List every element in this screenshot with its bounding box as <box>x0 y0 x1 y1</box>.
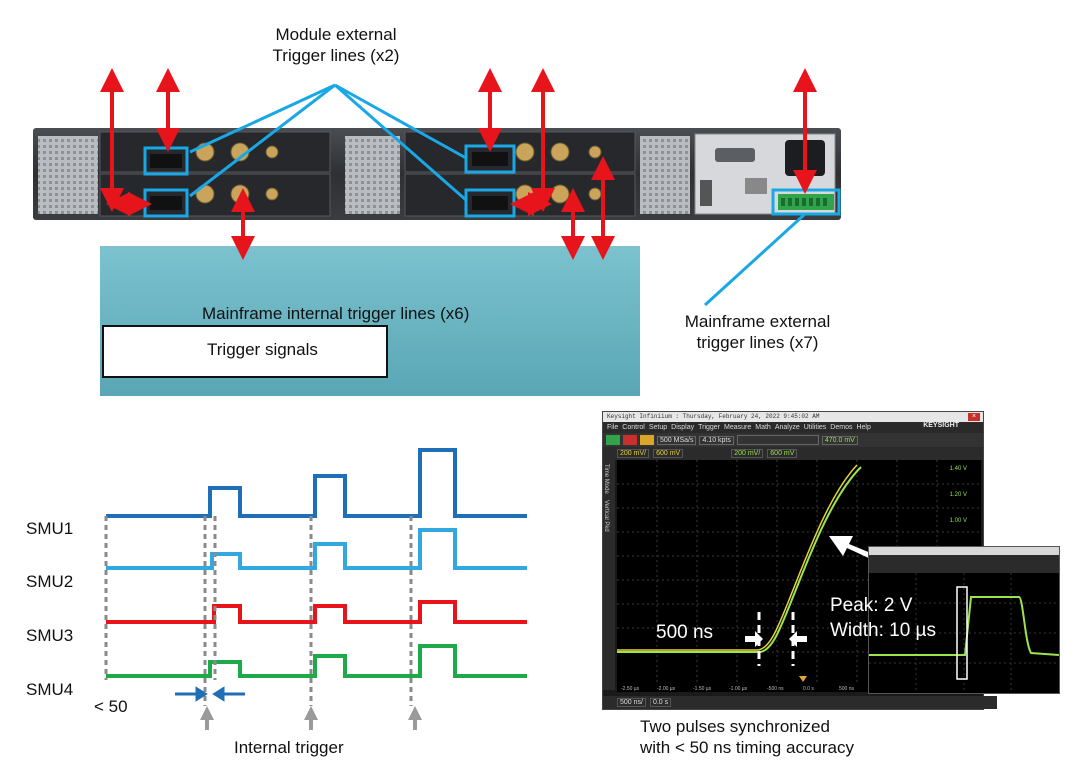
scope-toolbar: 500 MSa/s 4.10 kpts 470.0 mV <box>603 433 983 447</box>
signal-label-smu3: SMU3 <box>26 626 74 645</box>
run-button[interactable] <box>606 435 620 445</box>
scope-title: Keysight Infiniium : Thursday, February … <box>607 413 820 420</box>
delay-label: < 50 <box>94 697 128 716</box>
xtick: 0.0 s <box>803 686 814 692</box>
menu-math[interactable]: Math <box>755 424 771 431</box>
annotation-width: Width: 10 µs <box>830 620 936 641</box>
menu-utilities[interactable]: Utilities <box>803 424 827 431</box>
external-label-line1: Mainframe external <box>684 312 831 331</box>
menu-help[interactable]: Help <box>856 424 871 431</box>
smu3-waveform <box>106 600 527 624</box>
smu1-waveform <box>106 448 527 518</box>
xtick: 500 ns <box>839 686 855 692</box>
menu-trigger[interactable]: Trigger <box>698 424 721 431</box>
menu-measure[interactable]: Measure <box>724 424 752 431</box>
menu-display[interactable]: Display <box>671 424 695 431</box>
trace-ch1 <box>617 464 858 651</box>
smu4-waveform <box>106 644 527 678</box>
ytick-1: 1.40 V <box>950 466 967 472</box>
menu-control[interactable]: Control <box>622 424 645 431</box>
signal-label-smu2: SMU2 <box>26 572 74 591</box>
menu-demos[interactable]: Demos <box>830 424 853 431</box>
trigger-marker <box>200 706 214 730</box>
legend-label: Trigger signals <box>207 340 318 359</box>
module-label-line1: Module external <box>275 25 397 44</box>
xtick: -2.00 µs <box>657 686 676 692</box>
scope-inset <box>868 546 1060 694</box>
ytick-2: 1.20 V <box>950 492 967 498</box>
side-tabs: Time Mode Vertical Pkd <box>603 460 615 690</box>
trigger-marker <box>408 706 422 730</box>
xtick: -500 ns <box>767 686 784 692</box>
ch1-scale[interactable]: 200 mV/ <box>617 449 650 458</box>
signal-label-smu4: SMU4 <box>26 680 74 699</box>
callout-line <box>334 83 467 202</box>
xtick: -1.00 µs <box>729 686 748 692</box>
ch2-offset[interactable]: 600 mV <box>767 449 798 458</box>
annotation-500ns: 500 ns <box>656 622 714 643</box>
internal-trigger-label: Internal trigger <box>234 738 344 757</box>
menu-setup[interactable]: Setup <box>648 424 668 431</box>
callout-line <box>703 212 807 307</box>
callout-line <box>189 83 336 198</box>
scope-titlebar: Keysight Infiniium : Thursday, February … <box>603 412 983 422</box>
trigger-level[interactable]: 470.0 mV <box>821 435 858 445</box>
internal-lines-label: Mainframe internal trigger lines (x6) <box>202 304 470 323</box>
ytick-3: 1.00 V <box>950 518 967 524</box>
xtick: -1.50 µs <box>693 686 712 692</box>
callout-line <box>334 83 467 160</box>
menu-analyze[interactable]: Analyze <box>774 424 800 431</box>
menu-file[interactable]: File <box>607 424 619 431</box>
mainframe-diagram <box>33 68 841 396</box>
sample-rate[interactable]: 500 MSa/s <box>657 435 697 445</box>
signal-label-smu1: SMU1 <box>26 519 74 538</box>
ch1-offset[interactable]: 600 mV <box>653 449 684 458</box>
memory-depth[interactable]: 4.10 kpts <box>699 435 734 445</box>
timing-diagram <box>104 448 527 730</box>
channel-bar: 200 mV/ 600 mV 200 mV/ 600 mV <box>603 447 983 460</box>
trace-ch2 <box>617 466 862 653</box>
inset-highlight <box>956 586 968 680</box>
horiz-scale[interactable]: 500 ns/ <box>617 698 646 707</box>
xtick: -2.50 µs <box>621 686 640 692</box>
smu2-waveform <box>106 528 527 570</box>
external-label-line2: trigger lines (x7) <box>696 333 819 352</box>
legend-box <box>102 325 388 378</box>
callout-line <box>189 83 336 154</box>
scope-statusbar: 500 ns/ 0.0 s <box>603 696 997 709</box>
module-label-line2: Trigger lines (x2) <box>272 46 400 65</box>
horiz-pos[interactable]: 0.0 s <box>649 698 672 707</box>
annotation-peak: Peak: 2 V <box>830 595 913 616</box>
inset-trace <box>869 596 1060 656</box>
stop-button[interactable] <box>623 435 637 445</box>
caption-line1: Two pulses synchronized <box>640 717 830 736</box>
tab-vertical[interactable]: Vertical Pkd <box>603 499 609 532</box>
brand-logo: KEYSIGHT <box>923 422 959 429</box>
inset-plot <box>869 573 1060 693</box>
scope-menubar: File Control Setup Display Trigger Measu… <box>603 422 983 433</box>
tab-time-mode[interactable]: Time Mode <box>603 464 609 494</box>
caption-line2: with < 50 ns timing accuracy <box>640 738 855 757</box>
close-button[interactable]: × <box>968 413 980 421</box>
single-button[interactable] <box>640 435 654 445</box>
trigger-marker <box>304 706 318 730</box>
ch2-scale[interactable]: 200 mV/ <box>731 449 764 458</box>
